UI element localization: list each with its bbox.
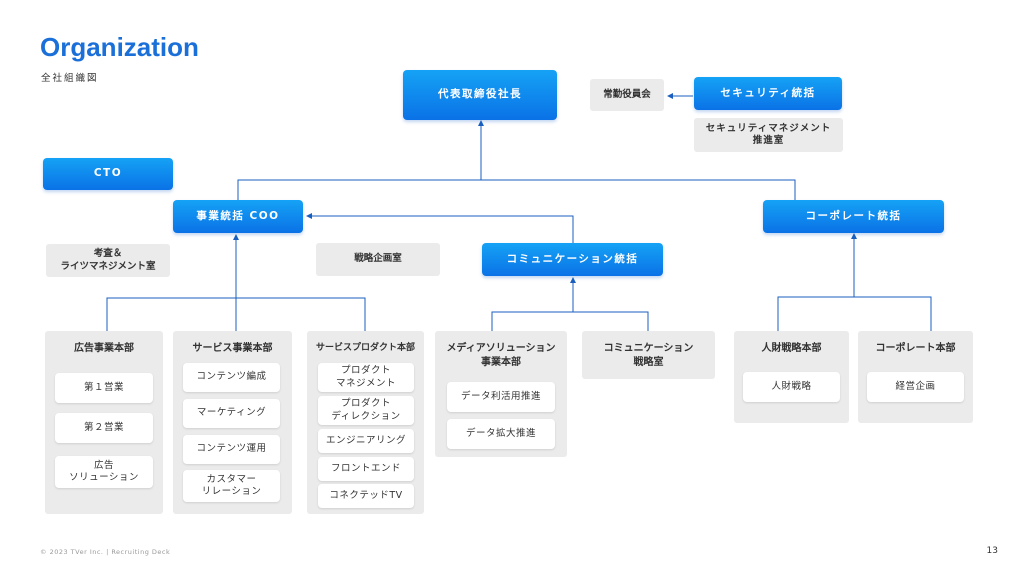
division-title: サービス事業本部: [192, 343, 273, 354]
audit-rights-office-node: 考査＆ ライツマネジメント室: [46, 244, 170, 277]
page-number: 13: [986, 546, 998, 556]
division-panel-service: サービス事業本部 コンテンツ編成 マーケティング コンテンツ運用 カスタマー リ…: [173, 331, 292, 514]
security-node: セキュリティ統括: [694, 77, 842, 110]
page-title: Organization: [40, 32, 199, 62]
unit-box: マーケティング: [183, 399, 280, 428]
division-title: コミュニケーション 戦略室: [603, 343, 694, 368]
division-panel-corporate: コーポレート本部 経営企画: [858, 331, 973, 423]
division-title: コーポレート本部: [875, 343, 956, 354]
unit-box: コンテンツ運用: [183, 435, 280, 464]
copyright-footer: © 2023 TVer Inc. | Recruiting Deck: [40, 548, 171, 556]
division-panel-ad: 広告事業本部 第１営業 第２営業 広告 ソリューション: [45, 331, 163, 514]
strategy-office-node: 戦略企画室: [316, 243, 440, 276]
division-title: サービスプロダクト本部: [315, 343, 415, 353]
unit-box: 第１営業: [55, 373, 153, 403]
auditors-node: 常勤役員会: [590, 79, 664, 111]
unit-box: データ利活用推進: [447, 382, 555, 412]
ceo-node: 代表取締役社長: [403, 70, 557, 120]
division-panel-hr: 人財戦略本部 人財戦略: [734, 331, 849, 423]
division-panel-media: メディアソリューション 事業本部 データ利活用推進 データ拡大推進: [435, 331, 567, 457]
page-subtitle: 全社組織図: [41, 73, 99, 84]
security-office-node: セキュリティマネジメント 推進室: [694, 118, 843, 152]
division-panel-comm-strategy: コミュニケーション 戦略室: [582, 331, 715, 379]
unit-box: コネクテッドTV: [318, 484, 414, 508]
unit-box: プロダクト マネジメント: [318, 363, 414, 392]
unit-box: コンテンツ編成: [183, 363, 280, 392]
unit-box: 人財戦略: [743, 372, 840, 402]
unit-box: プロダクト ディレクション: [318, 396, 414, 425]
cto-node: CTO: [43, 158, 173, 190]
communication-node: コミュニケーション統括: [482, 243, 663, 276]
unit-box: フロントエンド: [318, 457, 414, 481]
division-title: 広告事業本部: [74, 343, 134, 354]
coo-node: 事業統括 COO: [173, 200, 303, 233]
division-title: 人財戦略本部: [761, 343, 822, 354]
unit-box: 経営企画: [867, 372, 964, 402]
unit-box: データ拡大推進: [447, 419, 555, 449]
unit-box: エンジニアリング: [318, 429, 414, 453]
unit-box: 広告 ソリューション: [55, 456, 153, 488]
unit-box: カスタマー リレーション: [183, 470, 280, 502]
unit-box: 第２営業: [55, 413, 153, 443]
division-panel-product: サービスプロダクト本部 プロダクト マネジメント プロダクト ディレクション エ…: [307, 331, 424, 514]
corporate-node: コーポレート統括: [763, 200, 944, 233]
division-title: メディアソリューション 事業本部: [446, 343, 556, 368]
